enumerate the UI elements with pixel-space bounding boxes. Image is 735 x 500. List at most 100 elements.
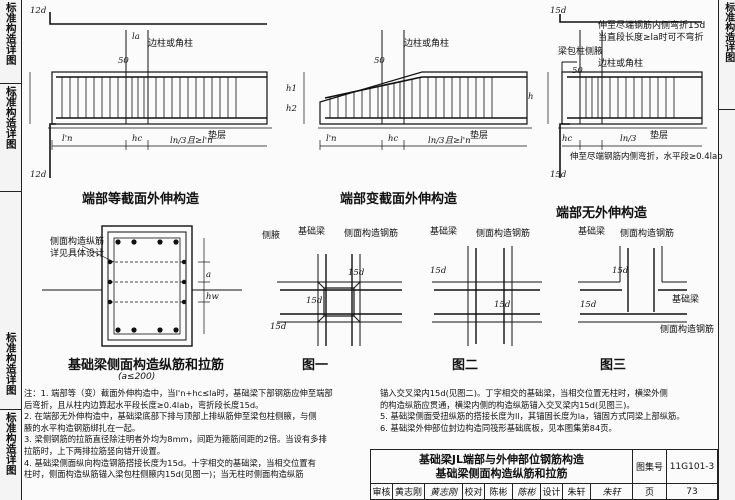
dim-fig2-15d-a: 15d [430,266,447,276]
label-pad-2: 垫层 [470,131,489,141]
dim-12d-top: 12d [30,6,47,16]
dim-ln3: ln/3且≥l'n [170,136,213,146]
note-line: 5. 基础梁侧面受扭纵筋的搭接长度为ll，其锚固长度为la，锚固方式同梁上部纵筋… [380,411,685,422]
side-tab-label: 标准构造详图 [722,2,734,62]
design-label: 设计 [541,484,563,500]
dim-50: 50 [118,56,129,66]
label-fig1-haunch: 侧腋 [262,231,281,241]
dim-hc-2: hc [388,134,399,144]
right-side-strip: 标准构造详图 [718,0,735,500]
dim-fig1-15d-c: 15d [270,322,287,332]
note-line: 6. 基础梁外伸部位封边构造同筏形基础底板，见本图集第84页。 [380,422,617,433]
label-edge-column: 边柱或角柱 [148,39,194,49]
dim-lpn: l'n [62,134,73,144]
label-edge-column-2: 边柱或角柱 [404,39,450,49]
dim-lpn-2: l'n [326,134,337,144]
page-label: 页 [633,484,667,500]
note-bottom-bend: 伸至尽端钢筋内侧弯折，水平段≥0.4lab [570,152,723,162]
label-fig3-sidebar-r: 侧面构造钢筋 [660,325,715,335]
detail-section [42,225,242,347]
note-bend-15d: 伸至尽端钢筋内侧弯折15d [598,21,706,31]
dim-fig3-15d-a: 15d [612,266,629,276]
note-line: 4. 基础梁侧面纵向构造钢筋搭接长度为15d。十字相交的基础梁，当相交位置有 [24,457,316,468]
dim-fig1-15d-b: 15d [306,296,323,306]
reviewer-name: 黄志刚 [393,484,425,500]
label-pad-3: 垫层 [650,131,669,141]
designer-name: 朱轩 [563,484,591,500]
dim-15d-bottom: 15d [550,170,567,180]
title-section: 基础梁侧面构造纵筋和拉筋 [68,358,225,373]
dim-la: la [132,32,140,42]
title-block-title: 基础梁JL端部与外伸部位钢筋构造 基础梁侧面构造纵筋和拉筋 [371,450,633,484]
detail-end-none [547,14,707,178]
detail-end-equal [29,12,272,178]
dim-fig3-15d-b: 15d [580,300,597,310]
dim-fig2-15d-b: 15d [494,300,511,310]
note-see-design: 详见具体设计 [50,249,105,259]
title-end-none: 端部无外伸构造 [556,206,648,221]
note-line: 注：1. 端部等（变）截面外伸构造中，当l'n+hc≤la时，基础梁下部钢筋应伸… [24,388,333,398]
detail-fig2 [432,246,542,346]
note-line: 后弯折，且从柱内边算起水平段长度≥0.4lab，弯折段长度15d。 [24,399,264,410]
dim-a: a [206,270,212,280]
label-fig2-sidebar: 侧面构造钢筋 [476,229,531,239]
notes-left: 注：1. 端部等（变）截面外伸构造中，当l'n+hc≤la时，基础梁下部钢筋应伸… [24,388,374,481]
detail-drawings [29,12,707,347]
side-tab-label: 标准构造详图 [4,332,17,395]
title-fig3: 图三 [600,358,627,373]
note-side-bar: 侧面构造纵筋 [50,237,105,247]
label-edge-column-3: 边柱或角柱 [598,59,644,69]
side-tab-4[interactable]: 标准构造详图 [0,410,21,500]
detail-end-variable [303,30,532,150]
note-line: 的构造纵筋应贯通，横梁内侧的构造纵筋锚入交叉梁内15d(见图三)。 [380,399,635,410]
atlas-label: 图集号 [633,450,667,484]
note-line: 柱时，侧面构造纵筋锚入梁包柱侧腋内15d(见图一)；当无柱时侧面构造纵筋 [24,469,304,480]
side-tab-right[interactable]: 标准构造详图 [719,0,735,110]
label-beam-haunch: 梁包柱侧腋 [558,47,604,57]
checker-signature: 陈彬 [513,484,541,500]
dim-h2: h2 [286,104,297,114]
title-end-variable: 端部变截面外伸构造 [340,192,458,207]
side-tab-label: 标准构造详图 [4,412,17,475]
designer-signature: 朱轩 [591,484,633,500]
detail-fig1 [277,254,402,346]
title-fig1: 图一 [302,358,329,373]
note-line: 3. 梁侧钢筋的拉筋直径除注明者外均为8mm，间距为箍筋间距的2倍。当设有多排 [24,434,327,445]
title-line-2: 基础梁侧面构造纵筋和拉筋 [435,466,568,480]
reviewer-signature: 黄志刚 [425,484,463,500]
side-tab-label: 标准构造详图 [4,86,17,149]
label-fig3-beam: 基础梁 [578,227,606,237]
title-block: 基础梁JL端部与外伸部位钢筋构造 基础梁侧面构造纵筋和拉筋 图集号 11G101… [370,449,718,500]
dim-h: h [12,92,18,102]
title-line-1: 基础梁JL端部与外伸部位钢筋构造 [418,452,585,466]
dim-hc-3: hc [562,134,573,144]
side-tab-3[interactable]: 标准构造详图 [0,330,21,410]
dim-50-2: 50 [374,56,385,66]
note-straight-la: 当直段长度≥la时可不弯折 [598,33,704,43]
dim-ln3-2: ln/3且≥l'n [428,136,471,146]
dim-hw: hw [206,292,219,302]
dim-h-3: h [528,92,534,102]
section-subtitle: (a≤200) [118,372,156,382]
page-number: 73 [667,484,718,500]
notes-right: 锚入交叉梁内15d(见图二)。丁字相交的基础梁，当相交位置无柱时，横梁外侧 的构… [380,388,714,434]
title-fig2: 图二 [452,358,479,373]
dim-h1: h1 [286,84,297,94]
side-tab-1[interactable]: 标准构造详图 [0,0,21,84]
label-fig3-sidebar: 侧面构造钢筋 [620,229,675,239]
note-line: 腋的水平构造钢筋绑扎在一起。 [24,422,141,433]
label-fig1-sidebar: 侧面构造钢筋 [344,229,399,239]
detail-fig3 [578,246,687,323]
label-pad: 垫层 [208,131,227,141]
label-fig1-beam: 基础梁 [298,227,326,237]
dim-12d-bottom: 12d [30,170,47,180]
side-tab-label: 标准构造详图 [4,2,17,65]
atlas-number: 11G101-3 [667,450,718,484]
check-label: 校对 [463,484,485,500]
note-line: 2. 在端部无外伸构造中，基础梁底部下排与顶部上排纵筋伸至梁包柱侧腋，与侧 [24,411,317,422]
side-tab-2[interactable]: 标准构造详图 [0,84,21,192]
dim-15d-top: 15d [550,6,567,16]
left-side-strip: 标准构造详图 标准构造详图 标准构造详图 标准构造详图 [0,0,22,500]
review-label: 审核 [371,484,393,500]
